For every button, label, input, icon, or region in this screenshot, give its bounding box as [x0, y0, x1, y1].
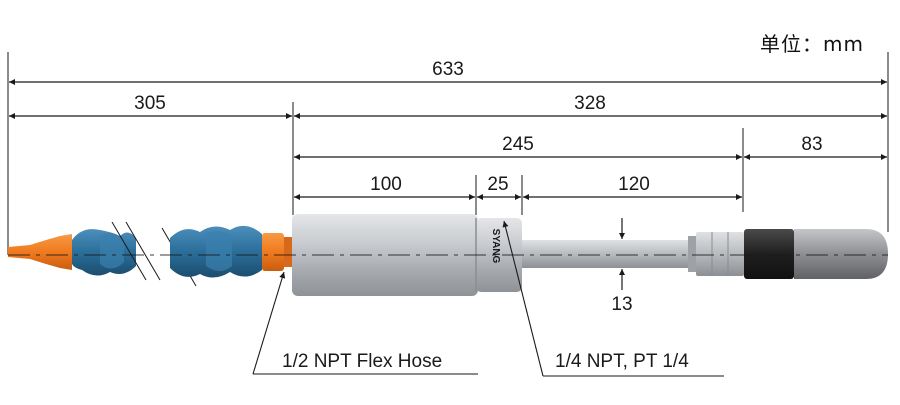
- callout-hose: 1/2 NPT Flex Hose: [282, 351, 442, 372]
- dim-rod-length: 120: [618, 174, 650, 195]
- dim-rod-diameter: 13: [611, 294, 632, 315]
- callout-thread: 1/4 NPT, PT 1/4: [555, 351, 689, 372]
- dimension-values: 633 305 328 245 83 100 25 120 13: [134, 59, 822, 315]
- tip-grey-dome: [794, 229, 888, 279]
- dim-hose-length: 305: [134, 93, 166, 114]
- nozzle-body: SYANG: [292, 214, 888, 296]
- dimension-lines: [9, 79, 887, 200]
- flex-hose: [8, 221, 293, 287]
- hose-orange-nozzle: [8, 234, 72, 270]
- break-line-1: [111, 221, 147, 281]
- brand-logo: SYANG: [490, 229, 501, 264]
- brand-mark: SYANG: [490, 229, 501, 264]
- thread-section-collar: [476, 218, 522, 292]
- dim-main-body: 100: [370, 174, 402, 195]
- hose-leader: [252, 271, 478, 375]
- dim-nozzle-length: 328: [574, 93, 606, 114]
- tip-dark-section: [744, 229, 794, 279]
- break-line-2: [125, 221, 161, 281]
- dim-tip-length: 83: [801, 134, 822, 155]
- rod: [522, 240, 694, 268]
- dim-thread-section: 25: [487, 174, 508, 195]
- thread-leader: [502, 220, 724, 377]
- dim-body-to-tip: 245: [502, 134, 534, 155]
- unit-label: 单位：mm: [760, 32, 864, 56]
- rod-fitting: [696, 232, 744, 276]
- dim-overall: 633: [432, 59, 464, 80]
- main-body-cylinder: [292, 214, 478, 296]
- hose-orange-connector: [262, 233, 284, 271]
- extension-lines: [7, 52, 889, 255]
